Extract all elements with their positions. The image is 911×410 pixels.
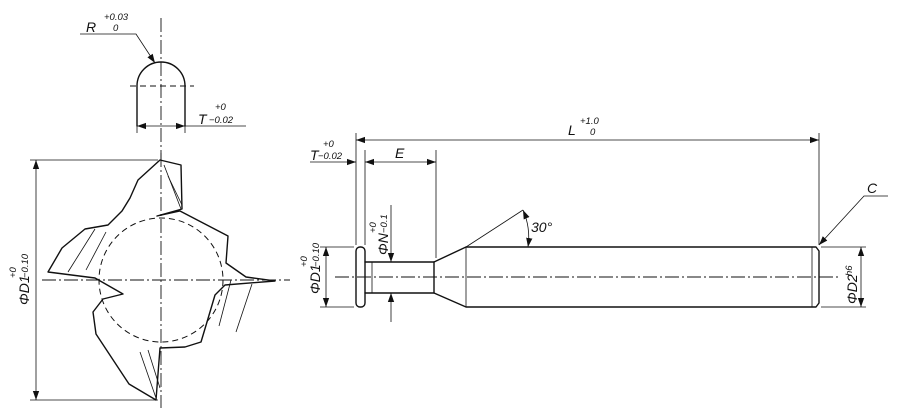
cutter-dia-side-dimension [320,246,354,308]
svg-text:+0: +0 [299,255,310,267]
neck-length-label: E [395,145,405,161]
angle-label: 30° [531,219,553,235]
tooth-profile-detail [80,18,246,160]
svg-text:ΦD1: ΦD1 [307,264,323,294]
svg-text:−0.02: −0.02 [209,115,234,126]
thickness-side-label: T +0 −0.02 [310,139,343,163]
svg-text:+0: +0 [323,139,335,150]
svg-text:−0.10: −0.10 [20,253,31,278]
svg-text:−0.1: −0.1 [379,214,390,233]
cutter-side-view [335,246,838,308]
svg-text:+0: +0 [215,102,227,113]
svg-text:ΦN: ΦN [375,232,391,255]
svg-text:0: 0 [113,23,119,34]
shank-dia-dimension [821,246,866,308]
cutter-dia-side-label: ΦD1 +0 −0.10 [299,242,323,294]
svg-text:+1.0: +1.0 [580,116,599,127]
chamfer-angle-dimension [465,209,533,248]
neck-dia-label: ΦN +0 −0.1 [368,214,391,255]
svg-text:ΦD1: ΦD1 [16,275,32,305]
svg-text:+0: +0 [368,221,379,233]
svg-text:−0.10: −0.10 [311,242,322,267]
svg-text:h6: h6 [844,265,855,276]
length-dimension [355,133,820,245]
length-label: L +1.0 0 [568,116,599,138]
svg-text:T: T [198,111,208,127]
svg-text:0: 0 [590,127,596,138]
svg-text:R: R [86,19,96,35]
svg-text:+0: +0 [8,266,19,278]
svg-text:ΦD2: ΦD2 [844,274,860,304]
cutter-end-view [30,153,290,408]
svg-text:L: L [568,122,576,138]
cutter-dia-front-label: ΦD1 +0 −0.10 [8,253,32,305]
thickness-top-label: T +0 −0.02 [198,102,234,127]
shank-dia-label: ΦD2 h6 [844,265,860,304]
radius-label: R +0.03 0 [86,12,129,35]
chamfer-leader [818,195,888,246]
svg-text:−0.02: −0.02 [318,151,343,162]
svg-text:+0.03: +0.03 [104,12,129,23]
chamfer-label: C [867,180,878,196]
svg-text:T: T [310,147,320,163]
neck-length-dimension [310,150,437,258]
